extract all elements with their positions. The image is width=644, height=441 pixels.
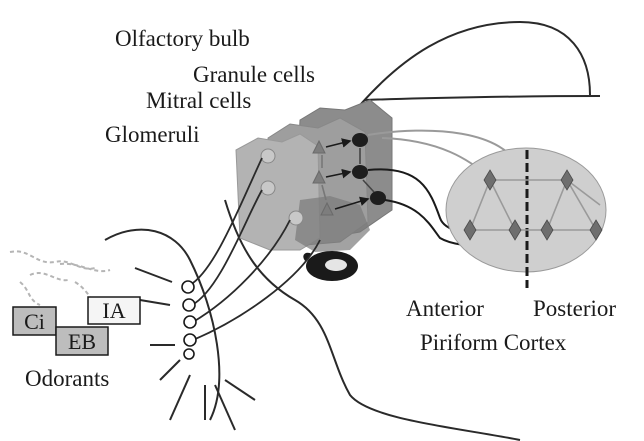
olfactory-bulb-structure [236,100,392,252]
svg-text:Ci: Ci [24,309,45,334]
svg-text:IA: IA [102,298,125,323]
label-olfactory-bulb: Olfactory bulb [115,26,250,51]
svg-text:EB: EB [68,329,96,354]
odorant-box-eb: EB [56,327,108,355]
label-granule-cells: Granule cells [193,62,315,87]
odorant-box-ia: IA [88,297,140,324]
label-glomeruli: Glomeruli [105,122,200,147]
label-anterior: Anterior [406,296,484,321]
label-odorants: Odorants [25,366,109,391]
receptor-neurons [182,281,196,359]
piriform-cortex [446,148,606,288]
label-piriform-cortex: Piriform Cortex [420,330,567,355]
label-posterior: Posterior [533,296,616,321]
dark-blob [303,251,358,281]
label-mitral-cells: Mitral cells [146,88,251,113]
odorant-box-ci: Ci [13,307,56,335]
